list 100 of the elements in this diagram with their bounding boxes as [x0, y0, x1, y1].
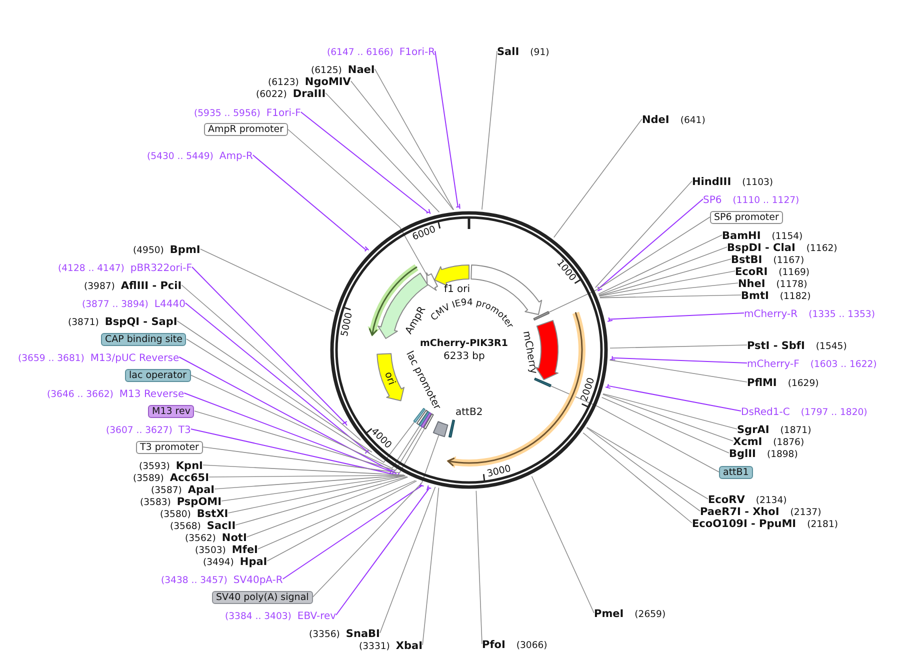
tick-label: 5000: [338, 311, 355, 338]
leader-line: [482, 50, 498, 210]
leader-line: [550, 386, 720, 472]
leader-line: [181, 284, 361, 440]
restriction-site-label: (3593) KpnI: [139, 458, 203, 472]
primer-label: (3607 .. 3627) T3: [106, 422, 191, 436]
restriction-site-label: (6125) NaeI: [311, 62, 375, 76]
leader-line: [258, 480, 416, 550]
restriction-site-label: (3356) SnaBI: [309, 626, 380, 640]
feature-label: mCherry: [520, 330, 538, 374]
restriction-site-label: (3587) ApaI: [151, 482, 215, 496]
leader-line: [214, 475, 405, 490]
leader-line: [602, 393, 738, 430]
primer-label: mCherry-F (1603 .. 1622): [747, 356, 877, 370]
primer-label: (5430 .. 5449) Amp-R: [147, 148, 253, 162]
restriction-site-label: BglII (1898): [729, 446, 798, 460]
leader-line: [202, 464, 404, 476]
feature-tag: attB1: [719, 466, 753, 478]
feature-tag: T3 promoter: [136, 440, 203, 454]
leader-line: [598, 258, 732, 296]
leader-line: [184, 392, 397, 476]
leader-line: [599, 282, 738, 298]
restriction-site-label: NdeI (641): [642, 112, 706, 126]
leader-line: [190, 374, 420, 469]
restriction-site-label: BspDI - ClaI (1162): [727, 240, 838, 254]
leader-line: [235, 476, 408, 526]
plasmid-size: 6233 bp: [444, 350, 485, 362]
restriction-site-label: (6123) NgoMIV: [268, 74, 351, 88]
primer-label: (5935 .. 5956) F1ori-F: [194, 104, 301, 120]
leader-line: [598, 246, 728, 296]
leader-line: [554, 118, 642, 238]
leader-line: [184, 302, 370, 454]
leader-line: [194, 410, 422, 471]
restriction-site-label: (3494) HpaI: [203, 554, 268, 568]
restriction-site-label: PmeI (2659): [594, 606, 666, 620]
feature-tag: SP6 promoter: [710, 210, 783, 224]
restriction-site-label: NheI (1178): [738, 276, 808, 290]
restriction-site-label: (3871) BspQI - SapI: [68, 314, 178, 328]
leader-line: [610, 356, 748, 364]
leader-line: [607, 312, 744, 322]
restriction-site-label: (3562) NotI: [185, 530, 247, 544]
leader-line: [287, 128, 428, 276]
leader-line: [422, 487, 440, 646]
leader-line: [476, 490, 482, 644]
primer-label: (6147 .. 6166) F1ori-R: [327, 44, 436, 58]
tick-label: 3000: [486, 463, 512, 480]
leader-line: [597, 198, 704, 292]
leader-line: [246, 476, 408, 538]
leader-line: [312, 434, 440, 598]
leader-line: [598, 270, 736, 296]
feature-label: ori: [382, 370, 396, 386]
restriction-site-label: PflMI (1629): [747, 374, 819, 390]
leader-line: [586, 427, 700, 512]
leader-line: [202, 428, 425, 474]
primer-label: (3659 .. 3681) M13/pUC Reverse: [18, 350, 180, 364]
leader-line: [434, 50, 460, 210]
leader-line: [531, 476, 594, 614]
leader-line: [350, 80, 454, 210]
leader-line: [610, 344, 748, 349]
primer-label: (4128 .. 4147) pBR322ori-F: [58, 260, 192, 274]
restriction-site-label: BmtI (1182): [741, 288, 811, 302]
restriction-site-label: (3987) AflIII - PciI: [84, 278, 182, 292]
plasmid-name: mCherry-PIK3R1: [420, 338, 508, 348]
leader-line: [200, 248, 334, 312]
leader-line: [582, 432, 692, 524]
leader-line: [266, 480, 418, 562]
feature-tag: lac operator: [125, 368, 191, 382]
restriction-site-label: SgrAI (1871): [737, 422, 812, 436]
primer-label: mCherry-R (1335 .. 1353): [744, 306, 875, 320]
restriction-site-label: BamHI (1154): [722, 228, 803, 242]
leader-line: [178, 356, 396, 474]
feature-tag: AmpR promoter: [204, 122, 288, 136]
feature-label: f1 ori: [444, 284, 470, 294]
primer-label: (3384 .. 3403) EBV-rev: [225, 608, 336, 622]
leader-line: [601, 396, 730, 454]
leader-line: [602, 394, 734, 442]
leader-line: [609, 360, 748, 382]
leader-line: [325, 92, 440, 213]
restriction-site-label: PstI - SbfI (1545): [747, 338, 847, 352]
restriction-site-label: EcoRI (1169): [735, 264, 810, 278]
feature-tag: CAP binding site: [101, 332, 186, 346]
primer-label: (3438 .. 3457) SV40pA-R: [161, 572, 283, 586]
tick-label: 2000: [578, 376, 597, 403]
leader-line: [548, 216, 710, 313]
primer-label: SP6 (1110 .. 1127): [703, 192, 800, 206]
restriction-site-label: PfoI (3066): [482, 636, 548, 652]
feature-label: attB2: [456, 406, 483, 418]
leader-line: [600, 294, 742, 298]
restriction-site-label: SalI (91): [497, 44, 550, 58]
restriction-site-label: PaeR7I - XhoI (2137): [700, 504, 822, 518]
leader-line: [595, 180, 692, 288]
restriction-site-label: (3568) SacII: [170, 518, 236, 532]
restriction-site-label: EcoO109I - PpuMI (2181): [692, 516, 838, 530]
restriction-site-label: EcoRV (2134): [708, 492, 787, 506]
leader-line: [605, 384, 742, 412]
restriction-site-label: (4950) BpmI: [133, 242, 200, 256]
leader-line: [380, 486, 436, 634]
leader-line: [336, 485, 432, 616]
feature-tag: M13 rev: [148, 404, 194, 418]
restriction-site-label: (3503) MfeI: [195, 542, 258, 556]
